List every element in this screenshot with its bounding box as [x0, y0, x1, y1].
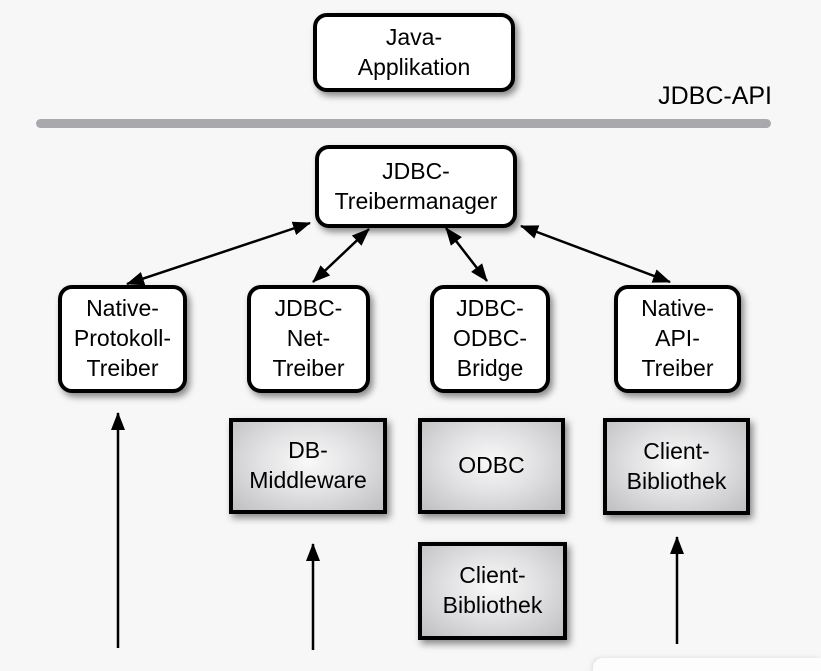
- node-label: Java- Applikation: [357, 23, 471, 80]
- node-label: JDBC- Treibermanager: [334, 157, 498, 214]
- node-odbc: ODBC: [418, 418, 565, 514]
- node-label: JDBC- Net- Treiber: [272, 295, 345, 381]
- node-label: ODBC: [458, 452, 525, 479]
- node-label: DB- Middleware: [249, 437, 367, 493]
- partial-box-bottom-right: [593, 658, 821, 671]
- node-jdbc-treibermanager: JDBC- Treibermanager: [315, 145, 517, 228]
- node-java-applikation: Java- Applikation: [313, 13, 515, 92]
- node-label: Native- Protokoll- Treiber: [73, 295, 172, 381]
- node-jdbc-net-treiber: JDBC- Net- Treiber: [247, 285, 370, 393]
- node-label: Client- Bibliothek: [442, 562, 543, 618]
- node-client-bibliothek-api: Client- Bibliothek: [603, 418, 750, 515]
- arrow-treibermanager-jdbc-odbc: [445, 227, 488, 282]
- node-label: Native- API- Treiber: [641, 295, 714, 381]
- jdbc-api-label: JDBC-API: [658, 82, 772, 110]
- arrow-treibermanager-jdbc-net: [312, 228, 370, 283]
- node-db-middleware: DB- Middleware: [229, 418, 387, 514]
- node-client-bibliothek-odbc: Client- Bibliothek: [418, 542, 567, 640]
- node-label: JDBC- ODBC- Bridge: [452, 295, 528, 381]
- node-jdbc-odbc-bridge: JDBC- ODBC- Bridge: [430, 285, 550, 393]
- node-native-api-treiber: Native- API- Treiber: [614, 285, 741, 393]
- api-divider-line: [36, 119, 771, 128]
- arrow-treibermanager-native-api: [520, 224, 671, 284]
- arrow-treibermanager-native-protokoll: [126, 221, 311, 286]
- node-label: Client- Bibliothek: [626, 437, 727, 494]
- node-native-protokoll-treiber: Native- Protokoll- Treiber: [58, 285, 187, 393]
